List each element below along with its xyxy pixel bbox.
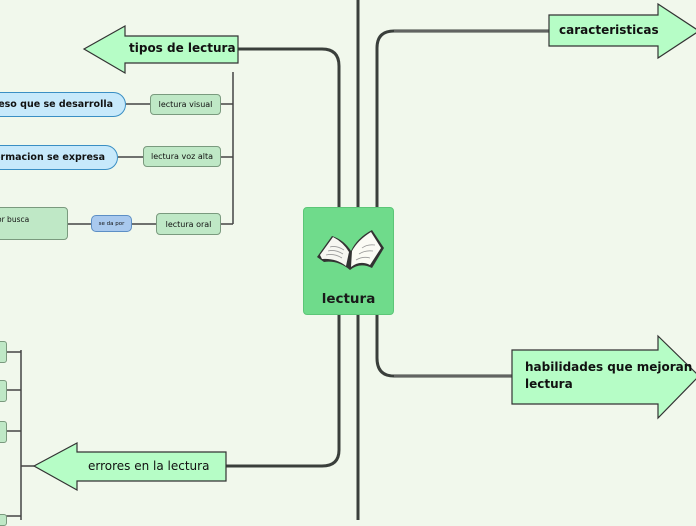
detail-pill-voz-alta[interactable]: ormacion se expresa	[0, 145, 118, 170]
central-topic[interactable]: lectura	[303, 207, 394, 315]
central-topic-label: lectura	[321, 291, 376, 307]
errores-label[interactable]: errores en la lectura	[88, 459, 210, 473]
connector-caracteristicas	[375, 29, 549, 207]
detail-pill-visual[interactable]: ceso que se desarrolla	[0, 92, 126, 117]
open-book-icon	[317, 230, 384, 270]
errores-child-stub[interactable]	[0, 380, 7, 402]
tipos-de-lectura-label[interactable]: tipos de lectura	[129, 41, 236, 55]
errores-arrow-shape	[32, 441, 227, 492]
subtopic-lectura-voz-alta[interactable]: lectura voz alta	[143, 146, 221, 167]
habilidades-arrow-shape	[511, 334, 696, 420]
connector-habilidades	[375, 315, 512, 378]
errores-child-stub[interactable]	[0, 514, 7, 526]
errores-child-stub[interactable]	[0, 341, 7, 363]
caracteristicas-arrow-shape	[548, 2, 696, 60]
connector-se-da-por[interactable]: se da por	[91, 215, 132, 232]
connector-errores	[226, 315, 341, 468]
connector-tipos	[238, 47, 341, 207]
subtopic-lectura-oral[interactable]: lectura oral	[156, 213, 221, 235]
habilidades-label-line1[interactable]: habilidades que mejoran la	[525, 360, 696, 374]
errores-child-stub[interactable]	[0, 421, 7, 443]
detail-card-oral[interactable]: or busca	[0, 207, 68, 240]
caracteristicas-label[interactable]: caracteristicas	[559, 23, 659, 37]
subtopic-lectura-visual[interactable]: lectura visual	[150, 94, 221, 115]
tipos-arrow-shape	[82, 24, 239, 75]
habilidades-label-line2[interactable]: lectura	[525, 377, 573, 391]
